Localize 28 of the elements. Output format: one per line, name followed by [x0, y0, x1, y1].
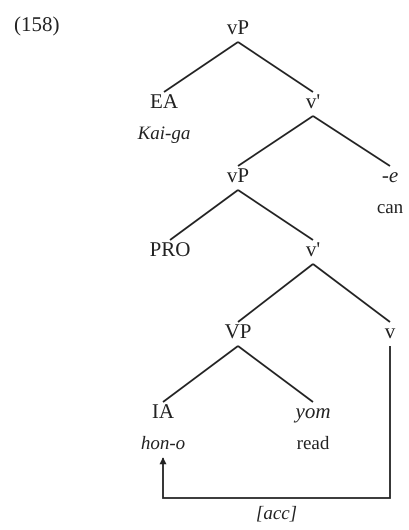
edge-label: [acc] — [256, 504, 298, 524]
branch-line — [162, 345, 239, 403]
branch-line — [312, 115, 390, 167]
branch-line — [238, 41, 314, 93]
branch-line — [312, 263, 391, 323]
branch-line — [164, 41, 238, 93]
category-label: IA — [152, 400, 174, 422]
category-label: v' — [306, 238, 320, 260]
category-label: vP — [226, 164, 250, 186]
category-label: yom — [296, 400, 330, 422]
branch-line — [237, 263, 314, 323]
gloss-text: hon-o — [140, 434, 186, 454]
category-label: -e — [382, 164, 398, 186]
gloss-text: can — [376, 198, 404, 218]
arrow — [160, 346, 391, 499]
category-label: v' — [306, 90, 320, 112]
category-label: PRO — [150, 238, 190, 260]
example-number: (158) — [14, 12, 60, 36]
gloss-text: read — [296, 434, 330, 454]
branch-line — [238, 115, 314, 167]
branch-line — [237, 345, 314, 403]
gloss-text: Kai-ga — [138, 124, 190, 144]
category-label: EA — [150, 90, 178, 112]
category-label: vP — [226, 16, 250, 38]
category-label: v — [384, 320, 396, 342]
category-label: VP — [224, 320, 252, 342]
branch-line — [238, 189, 314, 241]
branch-line — [169, 189, 239, 241]
